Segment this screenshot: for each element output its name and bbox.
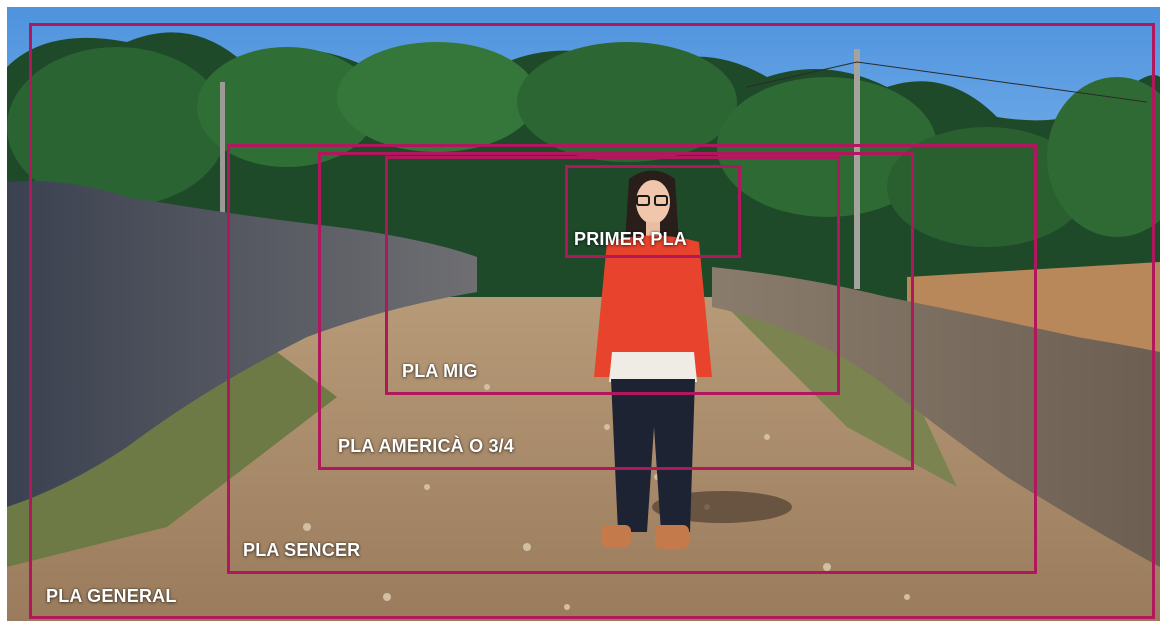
stone-wall-left [7, 181, 477, 507]
frame-pla-mig [385, 156, 840, 395]
label-primer-pla: PRIMER PLA [574, 229, 688, 249]
label-pla-america: PLA AMERICÀ O 3/4 [338, 436, 515, 456]
white-shirt-hem [609, 352, 697, 382]
frame-pla-sencer [227, 144, 1037, 574]
frame-pla-general [29, 23, 1155, 619]
frame-pla-america [318, 152, 914, 470]
label-pla-mig: PLA MIG [402, 361, 478, 381]
tree-line [7, 32, 1160, 307]
label-pla-sencer: PLA SENCER [243, 540, 361, 560]
trousers [611, 379, 695, 532]
person [594, 170, 712, 549]
utility-poles [220, 49, 1148, 289]
red-sweater [594, 235, 712, 377]
right-shoe [655, 525, 689, 549]
frame-primer-pla [565, 165, 741, 258]
stone-wall-right [712, 267, 1160, 567]
face [636, 180, 670, 224]
grass-right [727, 307, 957, 487]
left-shoe [601, 525, 631, 547]
label-pla-general: PLA GENERAL [46, 586, 177, 606]
photo-scene [7, 7, 1160, 621]
